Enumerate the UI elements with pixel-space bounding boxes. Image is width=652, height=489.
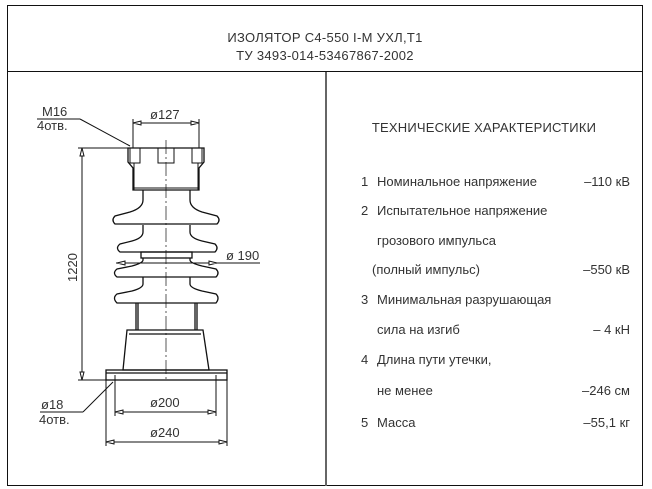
spec-number: 1 — [361, 174, 369, 189]
spec-row: сила на изгиб – 4 кН — [326, 322, 642, 340]
title-block: ИЗОЛЯТОР С4-550 I-M УХЛ,Т1 ТУ 3493-014-5… — [7, 5, 643, 72]
thread-label: M16 — [42, 104, 67, 119]
spec-value: –55,1 кг — [583, 415, 630, 430]
spec-text: Испытательное напряжение — [377, 203, 548, 218]
spec-row: 5 Масса –55,1 кг — [326, 415, 642, 433]
spec-number: 3 — [361, 292, 369, 307]
spec-text: грозового импульса — [377, 233, 496, 248]
title-product: ИЗОЛЯТОР С4-550 I-M УХЛ,Т1 — [227, 30, 423, 45]
height-label: 1220 — [65, 253, 80, 282]
panel-divider — [325, 72, 327, 486]
spec-number: 4 — [361, 352, 369, 367]
spec-text: (полный импульс) — [372, 262, 480, 277]
spec-row: 1 Номинальное напряжение –110 кВ — [326, 174, 642, 192]
top-diameter-dimension — [132, 119, 200, 148]
specs-title: ТЕХНИЧЕСКИЕ ХАРАКТЕРИСТИКИ — [371, 120, 597, 135]
flange-diameter-dimension — [105, 380, 228, 446]
spec-text: Масса — [377, 415, 416, 430]
technical-specs: ТЕХНИЧЕСКИЕ ХАРАКТЕРИСТИКИ 1 Номинальное … — [326, 72, 642, 486]
thread-leader-diagonal — [79, 118, 131, 147]
spec-row: грозового импульса — [326, 233, 642, 251]
spec-number: 5 — [361, 415, 369, 430]
shed-diameter-dimension — [116, 260, 260, 266]
hole-count-label: 4отв. — [39, 412, 70, 427]
title-spec-number: ТУ 3493-014-53467867-2002 — [236, 48, 414, 63]
spec-text: Минимальная разрушающая — [377, 292, 552, 307]
spec-text: сила на изгиб — [377, 322, 460, 337]
hole-label: ø18 — [41, 397, 63, 412]
bolt-circle-dimension — [114, 375, 217, 416]
spec-number: 2 — [361, 203, 369, 218]
spec-row: (полный импульс) –550 кВ — [326, 262, 642, 280]
spec-value: –550 кВ — [583, 262, 630, 277]
insulator-base — [105, 329, 228, 381]
spec-value: –110 кВ — [584, 174, 630, 189]
top-diameter-label: ø127 — [150, 107, 180, 122]
thread-count-label: 4отв. — [37, 118, 68, 133]
height-dimension — [78, 147, 128, 381]
spec-text: Номинальное напряжение — [377, 174, 538, 189]
spec-row: не менее –246 см — [326, 383, 642, 401]
insulator-drawing: 1220 ø127 M16 4отв. ø 190 ø18 4отв. ø200… — [37, 104, 260, 446]
spec-text: не менее — [377, 383, 433, 398]
spec-row: 2 Испытательное напряжение — [326, 203, 642, 221]
bolt-circle-label: ø200 — [150, 395, 180, 410]
spec-value: – 4 кН — [593, 322, 630, 337]
spec-row: 3 Минимальная разрушающая — [326, 292, 642, 310]
insulator-sheds — [112, 190, 220, 330]
spec-text: Длина пути утечки, — [377, 352, 492, 367]
hole-leader-diagonal — [82, 381, 114, 413]
spec-row: 4 Длина пути утечки, — [326, 352, 642, 370]
spec-value: –246 см — [582, 383, 630, 398]
flange-diameter-label: ø240 — [150, 425, 180, 440]
shed-diameter-label: ø 190 — [226, 248, 259, 263]
top-cap — [127, 147, 205, 191]
